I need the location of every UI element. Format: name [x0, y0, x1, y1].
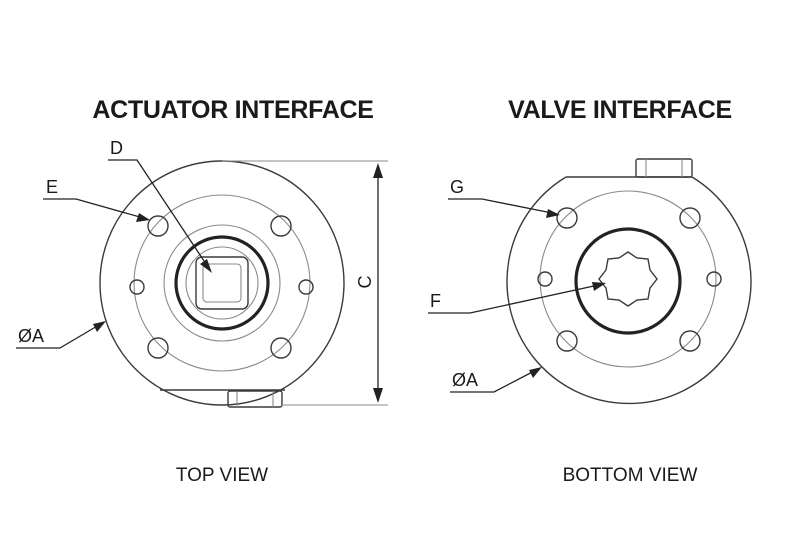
hex-nut-right: [635, 158, 693, 178]
spline-bore: [598, 251, 658, 307]
bolt-hole-icon: [270, 337, 292, 359]
label-f: F: [430, 291, 441, 311]
label-a-right: ØA: [452, 370, 478, 390]
leader-d: [108, 159, 211, 271]
dim-c-arrow-bottom: [373, 388, 383, 403]
hex-nut-body: [635, 158, 693, 178]
leader-d-arrow: [200, 259, 212, 273]
leader-a-right-arrow: [529, 367, 542, 378]
bolt-hole-icon: [679, 330, 701, 352]
label-g: G: [450, 177, 464, 197]
bolt-hole-icon: [556, 207, 578, 229]
valve-interface-title: VALVE INTERFACE: [508, 96, 732, 124]
bolt-hole-icon: [679, 207, 701, 229]
bottom-view-drawing: G F ØA: [428, 158, 752, 405]
pin-hole-icon: [129, 279, 145, 295]
leader-g: [448, 198, 558, 215]
hex-nut-body: [227, 390, 283, 408]
leader-a-left-arrow: [93, 321, 106, 332]
leader-e: [43, 198, 148, 220]
bolt-hole-icon: [556, 330, 578, 352]
outer-body-circle-left: [99, 160, 345, 406]
bolt-hole-icon: [270, 215, 292, 237]
label-c: C: [355, 276, 375, 289]
hex-nut-left: [227, 390, 283, 408]
inner-ring-outer-left: [163, 224, 281, 342]
square-drive-inner: [202, 263, 242, 303]
flange-circle-right: [539, 190, 717, 368]
drive-bore-ring: [174, 235, 270, 331]
pin-hole-icon: [706, 271, 722, 287]
flange-circle-left: [133, 194, 311, 372]
valve-bore-ring: [574, 227, 682, 335]
pin-hole-icon: [298, 279, 314, 295]
bolt-hole-icon: [147, 215, 169, 237]
leader-f: [428, 283, 604, 314]
square-drive: [195, 256, 249, 310]
top-view-drawing: C D E ØA: [16, 138, 388, 408]
bolt-hole-icon: [147, 337, 169, 359]
bottom-view-caption: BOTTOM VIEW: [563, 465, 698, 486]
leader-e-arrow: [136, 213, 150, 222]
label-d: D: [110, 138, 123, 158]
actuator-interface-title: ACTUATOR INTERFACE: [92, 96, 373, 124]
top-view-caption: TOP VIEW: [176, 465, 268, 486]
leader-a-left: [16, 321, 105, 349]
leader-g-arrow: [546, 209, 560, 218]
drive-bore-inner: [185, 246, 259, 320]
bolt-holes-right: [537, 207, 722, 352]
label-e: E: [46, 177, 58, 197]
pin-hole-icon: [537, 271, 553, 287]
label-a-left: ØA: [18, 326, 44, 346]
outer-body-arc-right: [506, 176, 752, 405]
leader-a-right: [450, 367, 541, 393]
dim-c-arrow-top: [373, 163, 383, 178]
leader-f-arrow: [592, 282, 606, 291]
bolt-holes-left: [129, 215, 314, 359]
